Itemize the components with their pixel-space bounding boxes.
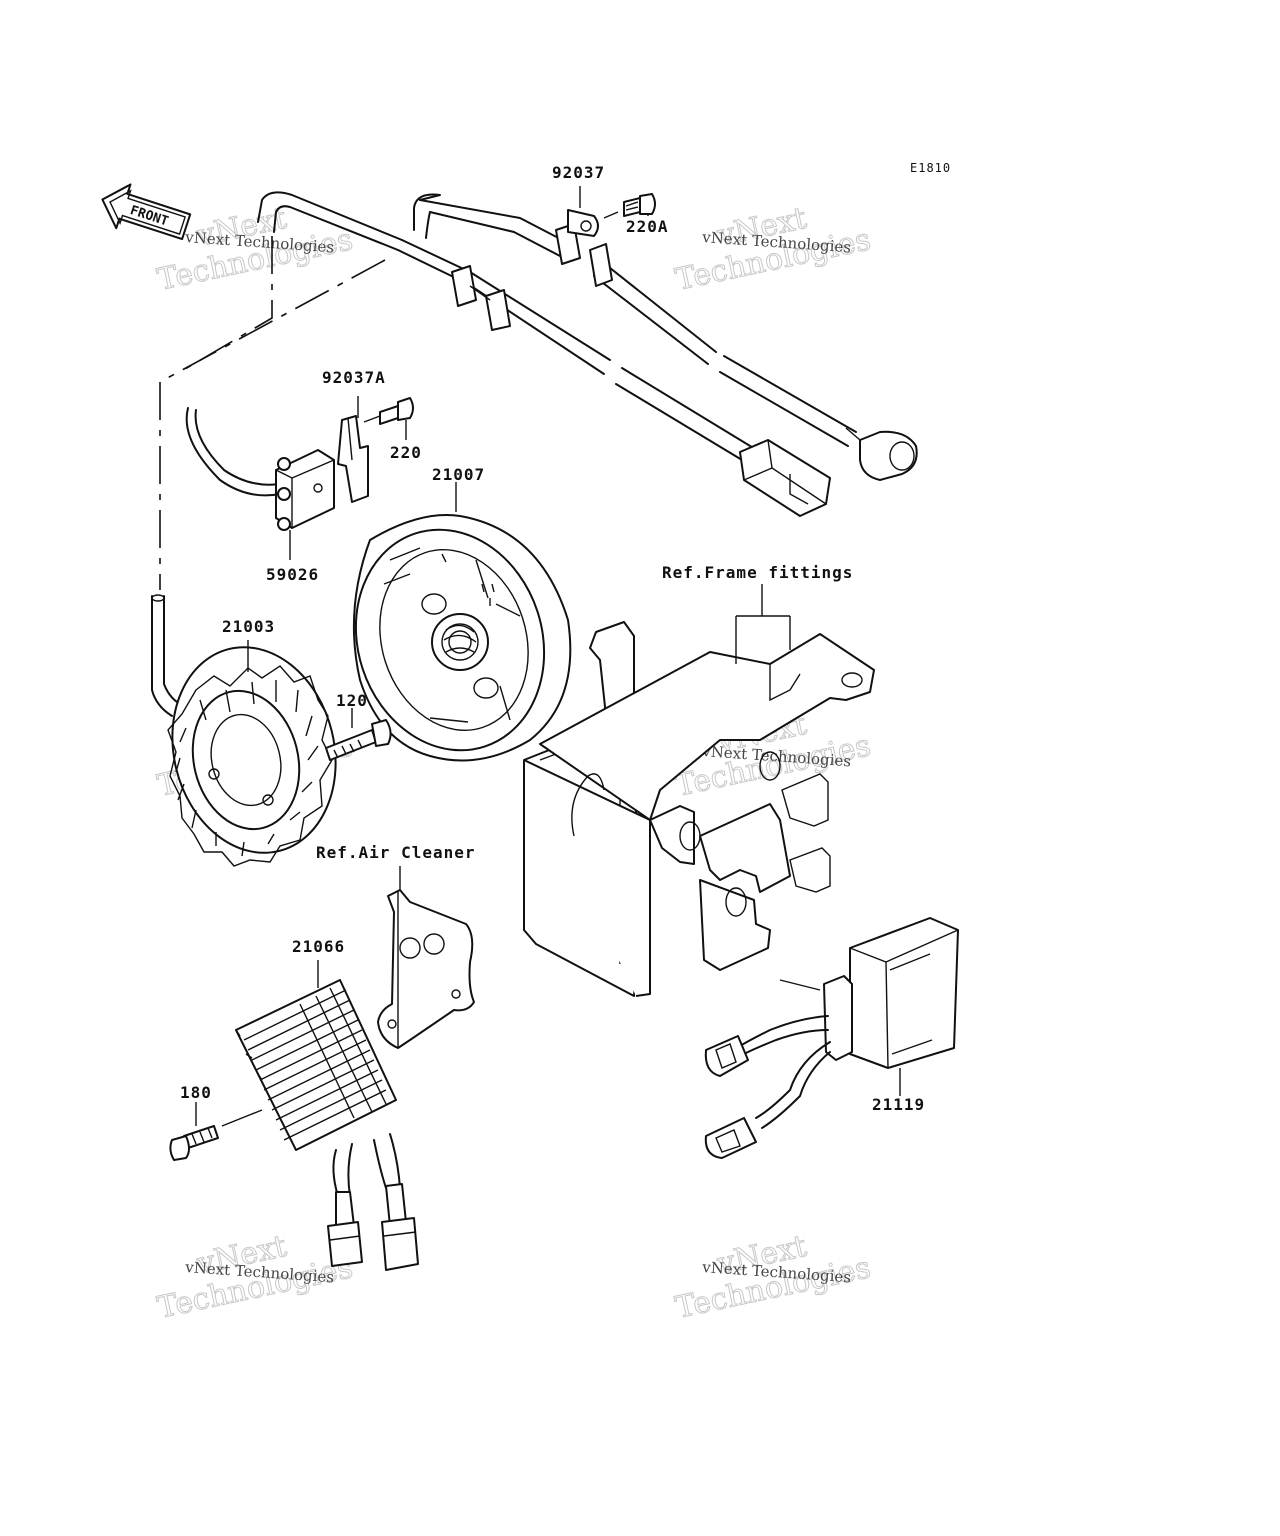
bolt-220 [363,397,414,425]
leader-harness-loop [179,236,273,373]
callout-92037: 92037 [552,163,605,182]
callout-21003: 21003 [222,617,275,636]
leader-harness-stator [159,259,386,590]
callout-92037A: 92037A [322,368,386,387]
air-cleaner-bracket [377,889,475,1049]
callout-21066: 21066 [292,937,345,956]
bracket-92037A [337,415,369,503]
callout-220: 220 [390,443,422,462]
rotor-21007 [352,514,572,762]
callout-120: 120 [336,691,368,710]
bolt-120 [325,719,392,761]
clamp-92037 [567,209,599,237]
module-21119 [704,917,959,1159]
bolt-180 [169,1109,263,1161]
callout-59026: 59026 [266,565,319,584]
pickup-coil-59026 [185,407,335,531]
callout-ref-air: Ref.Air Cleaner [316,843,476,862]
bolt-220A [623,193,656,217]
front-arrow-icon: FRONT [101,183,192,241]
diagram-code: E1810 [910,161,951,175]
callout-21119: 21119 [872,1095,925,1114]
watermark-bottom-right: vNext Technologies vNext Technologies [672,1228,874,1326]
callout-220A: 220A [626,217,669,236]
leader-220A-link [603,211,619,219]
callout-ref-frame: Ref.Frame fittings [662,563,853,582]
leader-ref-frame [735,584,791,664]
callout-180: 180 [180,1083,212,1102]
watermark-bottom-left: vNext Technologies vNext Technologies [154,1228,356,1326]
wiring-harness [257,191,918,517]
frame-fittings [523,621,875,997]
callout-21007: 21007 [432,465,485,484]
stator-21003 [151,594,337,867]
watermark-top-right: vNext Technologies vNext Technologies [672,200,874,298]
regulator-21066 [235,979,419,1271]
